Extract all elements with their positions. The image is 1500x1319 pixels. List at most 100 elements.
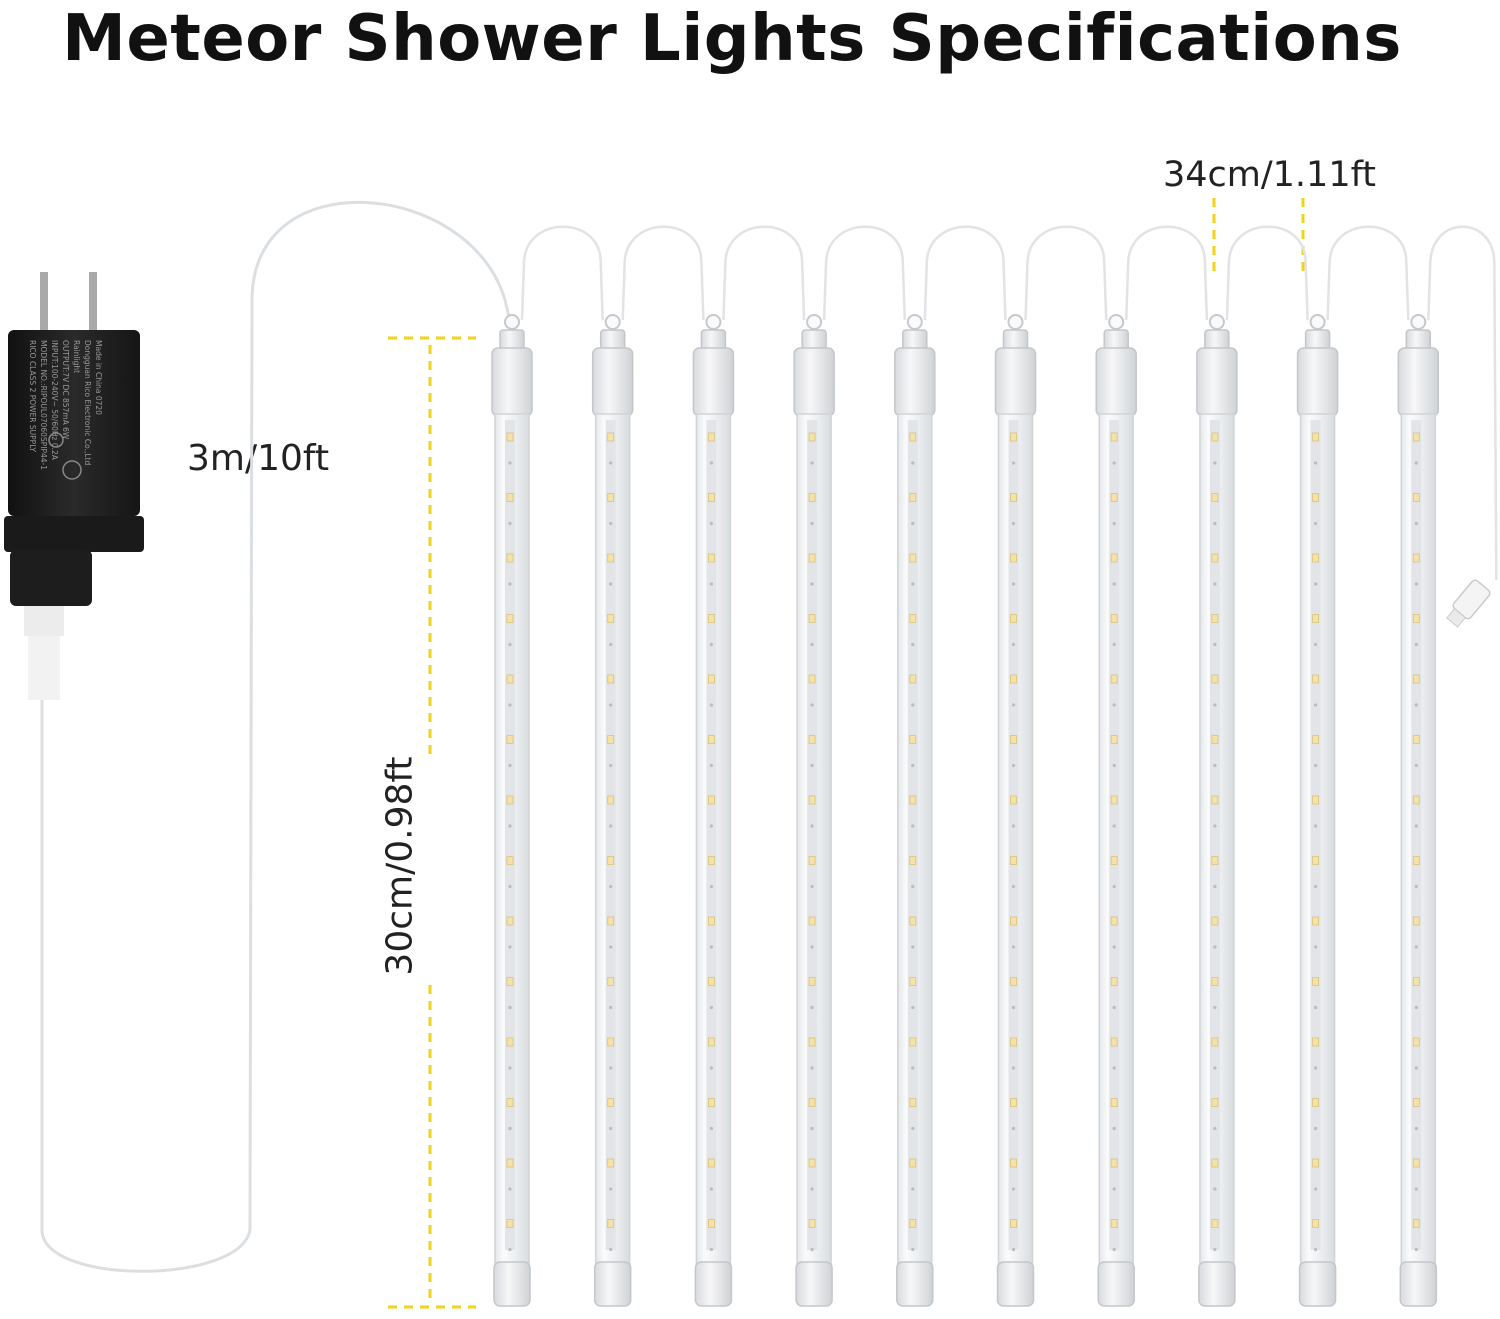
led-resistor (709, 1066, 714, 1070)
tube-top-clip (1405, 329, 1432, 351)
hang-hook (604, 314, 621, 330)
tube-bottom-cap (1097, 1261, 1135, 1307)
led-dot (506, 735, 514, 744)
led-dot (909, 674, 917, 684)
led-resistor (1011, 1126, 1016, 1131)
led-dot (1312, 1037, 1319, 1047)
led-dot (1312, 614, 1319, 623)
led-resistor (1011, 703, 1016, 707)
led-dot (909, 432, 917, 442)
led-dot (1110, 795, 1118, 805)
led-resistor (1213, 763, 1217, 768)
led-dot (1412, 1037, 1420, 1047)
led-resistor (1414, 1247, 1418, 1252)
led-dot (909, 1037, 917, 1047)
led-resistor (1011, 824, 1016, 828)
led-resistor (1414, 1126, 1418, 1131)
led-dot (1110, 432, 1118, 442)
led-dot (607, 614, 615, 623)
tube-wire (1124, 225, 1209, 321)
led-resistor (810, 461, 814, 465)
power-cable (40, 201, 514, 1273)
led-resistor (1414, 884, 1418, 889)
led-resistor (609, 461, 613, 465)
led-dot (1412, 916, 1420, 926)
led-dot (808, 977, 816, 986)
led-dot (607, 493, 615, 502)
led-dot (506, 1098, 514, 1107)
tube-wire (1225, 225, 1309, 321)
led-dot (506, 674, 514, 684)
led-resistor (810, 1187, 814, 1191)
led-resistor (1112, 1126, 1116, 1131)
led-dot (909, 493, 917, 502)
led-dot (708, 1098, 715, 1107)
led-tube-icon (591, 225, 705, 1307)
led-resistor (1314, 642, 1318, 647)
led-dot (708, 795, 715, 805)
led-tube-icon (1196, 225, 1309, 1307)
led-strip (907, 420, 918, 1250)
led-dot (708, 916, 715, 926)
led-dot (1312, 1219, 1319, 1228)
led-resistor (1213, 824, 1217, 828)
tube-top-cap (491, 347, 533, 417)
adapter-label-line: Dongguan Rico Electronic Co.,Ltd (83, 340, 92, 465)
led-resistor (709, 884, 714, 889)
led-dot (708, 856, 715, 865)
led-resistor (1314, 1005, 1318, 1010)
led-dot (1110, 1219, 1118, 1228)
led-dot (1312, 1098, 1319, 1107)
led-dot (1110, 1158, 1118, 1168)
led-dot (506, 1219, 514, 1228)
led-resistor (1112, 582, 1116, 586)
led-dot (1010, 493, 1017, 502)
led-resistor (1011, 1066, 1016, 1070)
led-dot (1312, 432, 1319, 442)
led-resistor (709, 1126, 714, 1131)
led-dot (1412, 735, 1420, 744)
hang-hook (1108, 314, 1125, 330)
led-dot (1110, 614, 1118, 623)
led-dot (506, 614, 514, 623)
led-strip (1310, 420, 1321, 1250)
led-dot (1412, 674, 1420, 684)
led-dot (808, 1037, 816, 1047)
tube-top-cap (1397, 347, 1440, 417)
led-dot (506, 493, 514, 502)
led-dot (1412, 795, 1420, 805)
led-resistor (1213, 1187, 1217, 1191)
led-resistor (911, 1247, 915, 1252)
led-resistor (1011, 945, 1016, 949)
led-dot (708, 674, 715, 684)
led-resistor (1112, 884, 1116, 889)
led-strip (505, 420, 515, 1250)
led-resistor (609, 582, 613, 586)
tube-top-cap (994, 347, 1037, 417)
led-dot (808, 795, 816, 805)
led-tube-icon (994, 225, 1108, 1307)
led-resistor (508, 461, 512, 465)
tube-spacing-marker (1212, 198, 1305, 272)
led-resistor (709, 642, 714, 647)
led-resistor (911, 461, 915, 465)
led-resistor (1112, 642, 1116, 647)
led-dot (808, 553, 816, 563)
led-dot (1211, 735, 1219, 744)
led-dot (1312, 553, 1319, 563)
led-resistor (508, 703, 512, 707)
tube-spacing-label: 34cm/1.11ft (1163, 155, 1377, 195)
led-dot (708, 735, 715, 744)
hang-hook (705, 314, 722, 330)
adapter-label-line: RICO CLASS 2 POWER SUPPLY (28, 340, 37, 452)
tube-bottom-cap (694, 1261, 733, 1307)
led-resistor (508, 582, 512, 586)
led-dot (1211, 1158, 1219, 1168)
led-resistor (1414, 1187, 1418, 1191)
tube-bottom-cap (795, 1261, 833, 1307)
led-resistor (1112, 824, 1116, 828)
led-resistor (1414, 582, 1418, 586)
led-resistor (1314, 1126, 1318, 1131)
tube-bottom-cap (996, 1261, 1035, 1307)
adapter-label-line: Made in China 0720 (94, 340, 103, 415)
